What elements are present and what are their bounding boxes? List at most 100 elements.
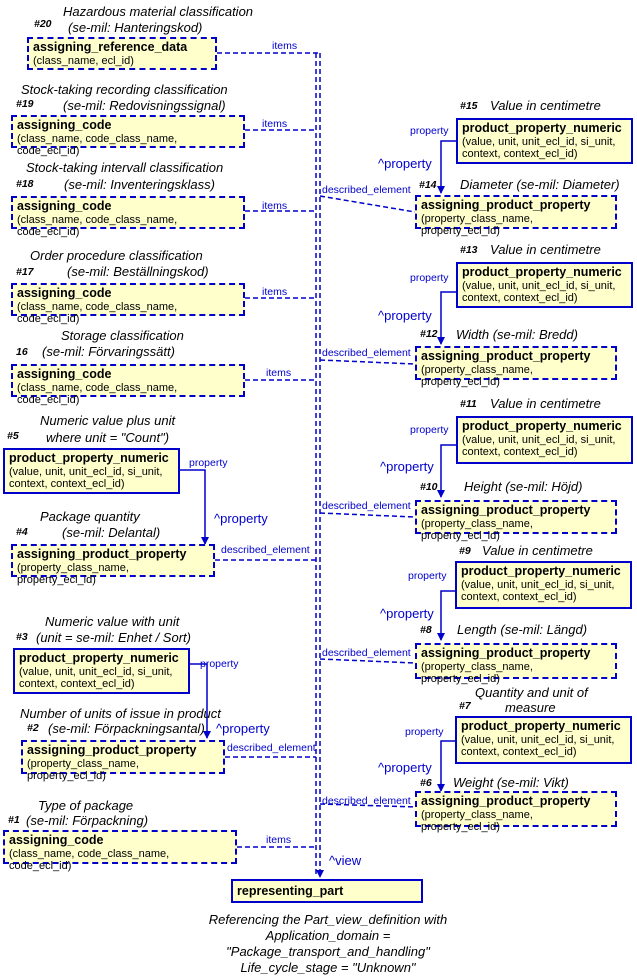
- entity-7-attrs: (value, unit, unit_ecl_id, si_unit, cont…: [461, 734, 615, 758]
- entity-10-attrs: (property_class_name, property_ecl_id): [421, 518, 533, 542]
- view-label: ^view: [329, 853, 362, 868]
- entity-11-attrs: (value, unit, unit_ecl_id, si_unit, cont…: [462, 434, 616, 458]
- entity-8[interactable]: assigning_product_property (property_cla…: [415, 643, 617, 685]
- num-10: #10: [420, 481, 438, 493]
- entity-17[interactable]: assigning_code (class_name, code_class_n…: [11, 283, 245, 325]
- label-17-b: (se-mil: Beställningskod): [67, 264, 209, 279]
- entity-6-title: assigning_product_property: [421, 794, 591, 808]
- link-12: [319, 359, 416, 365]
- entity-15[interactable]: product_property_numeric (value, unit, u…: [456, 118, 633, 164]
- rel-18: items: [262, 200, 288, 212]
- entity-1-title: assigning_code: [9, 833, 104, 847]
- rel-20: items: [272, 40, 298, 52]
- entity-5[interactable]: product_property_numeric (value, unit, u…: [3, 448, 180, 494]
- entity-9-attrs: (value, unit, unit_ecl_id, si_unit, cont…: [461, 579, 615, 603]
- num-3: #3: [16, 631, 28, 643]
- entity-12-attrs: (property_class_name, property_ecl_id): [421, 364, 533, 388]
- rel-13: property: [410, 272, 449, 284]
- entity-6-attrs: (property_class_name, property_ecl_id): [421, 809, 533, 833]
- entity-12-title: assigning_product_property: [421, 349, 591, 363]
- entity-18[interactable]: assigning_code (class_name, code_class_n…: [11, 196, 245, 238]
- caption-line-1: Referencing the Part_view_definition wit…: [208, 912, 448, 927]
- label-8: Length (se-mil: Längd): [457, 622, 588, 637]
- prop-3: [190, 663, 211, 739]
- rel-19: items: [262, 118, 288, 130]
- entity-2[interactable]: assigning_product_property (property_cla…: [21, 740, 225, 782]
- entity-9[interactable]: product_property_numeric (value, unit, u…: [455, 561, 632, 609]
- label-20-a: Hazardous material classification: [63, 4, 254, 19]
- entity-19-attrs: (class_name, code_class_name, code_ecl_i…: [17, 133, 178, 157]
- entity-10[interactable]: assigning_product_property (property_cla…: [415, 500, 617, 542]
- entity-13[interactable]: product_property_numeric (value, unit, u…: [456, 262, 633, 308]
- entity-10-title: assigning_product_property: [421, 503, 591, 517]
- label-15: Value in centimetre: [490, 98, 601, 113]
- label-2-a: Number of units of issue in product: [20, 706, 221, 721]
- entity-8-attrs: (property_class_name, property_ecl_id): [421, 661, 533, 685]
- rel-4: described_element: [221, 544, 310, 556]
- num-5: #5: [7, 430, 19, 442]
- label-5-a: Numeric value plus unit: [40, 413, 176, 428]
- num-13: #13: [460, 244, 478, 256]
- entity-16-attrs: (class_name, code_class_name, code_ecl_i…: [17, 382, 178, 406]
- label-14: Diameter (se-mil: Diameter): [460, 177, 620, 192]
- entity-3-title: product_property_numeric: [19, 651, 179, 665]
- num-12: #12: [420, 328, 438, 340]
- entity-3[interactable]: product_property_numeric (value, unit, u…: [13, 648, 190, 694]
- entity-19[interactable]: assigning_code (class_name, code_class_n…: [11, 115, 245, 157]
- entity-2-attrs: (property_class_name, property_ecl_id): [27, 758, 139, 782]
- entity-1-attrs: (class_name, code_class_name, code_ecl_i…: [9, 848, 170, 872]
- label-12: Width (se-mil: Bredd): [456, 327, 578, 342]
- entity-20-title: assigning_reference_data: [33, 40, 188, 54]
- entity-7[interactable]: product_property_numeric (value, unit, u…: [455, 716, 632, 764]
- entity-representing-part[interactable]: representing_part: [231, 879, 423, 903]
- label-18-a: Stock-taking intervall classification: [26, 160, 224, 175]
- num-9: #9: [459, 545, 471, 557]
- link-14: [319, 195, 416, 213]
- entity-15-attrs: (value, unit, unit_ecl_id, si_unit, cont…: [462, 136, 616, 160]
- num-14: #14: [419, 179, 437, 191]
- entity-14-attrs: (property_class_name, property_ecl_id): [421, 213, 533, 237]
- entity-17-title: assigning_code: [17, 286, 112, 300]
- rel-6: described_element: [322, 795, 411, 807]
- rel-8: described_element: [322, 647, 411, 659]
- label-10: Height (se-mil: Höjd): [464, 479, 583, 494]
- num-8: #8: [420, 624, 432, 636]
- num-20: #20: [34, 18, 52, 30]
- prop-7: [437, 740, 456, 792]
- rel-2: described_element: [227, 742, 316, 754]
- label-7-a: Quantity and unit of: [475, 685, 588, 700]
- caption-line-4: Life_cycle_stage = "Unknown": [240, 960, 416, 975]
- label-1-a: Type of package: [38, 798, 134, 813]
- entity-4[interactable]: assigning_product_property (property_cla…: [11, 544, 215, 586]
- entity-4-attrs: (property_class_name, property_ecl_id): [17, 562, 129, 586]
- label-4-b: (se-mil: Delantal): [62, 525, 161, 540]
- entity-20[interactable]: assigning_reference_data (class_name, ec…: [27, 37, 217, 70]
- label-19-b: (se-mil: Redovisningssignal): [63, 98, 226, 113]
- entity-6[interactable]: assigning_product_property (property_cla…: [415, 791, 617, 833]
- num-1: #1: [8, 814, 20, 826]
- entity-15-title: product_property_numeric: [462, 121, 622, 135]
- entity-11[interactable]: product_property_numeric (value, unit, u…: [456, 416, 633, 464]
- entity-12[interactable]: assigning_product_property (property_cla…: [415, 346, 617, 388]
- rel-3: property: [200, 658, 239, 670]
- entity-1[interactable]: assigning_code (class_name, code_class_n…: [3, 830, 237, 872]
- rel-16: items: [266, 367, 292, 379]
- entity-16-title: assigning_code: [17, 367, 112, 381]
- label-16-a: Storage classification: [61, 328, 184, 343]
- rel-12: described_element: [322, 347, 411, 359]
- num-7: #7: [459, 700, 471, 712]
- entity-11-title: product_property_numeric: [462, 419, 622, 433]
- entity-5-attrs: (value, unit, unit_ecl_id, si_unit, cont…: [9, 466, 163, 490]
- label-2-b: (se-mil: Förpackningsantal): [48, 721, 205, 736]
- entity-16[interactable]: assigning_code (class_name, code_class_n…: [11, 364, 245, 406]
- label-19-a: Stock-taking recording classification: [21, 82, 228, 97]
- entity-17-attrs: (class_name, code_class_name, code_ecl_i…: [17, 301, 178, 325]
- entity-13-title: product_property_numeric: [462, 265, 622, 279]
- entity-14[interactable]: assigning_product_property (property_cla…: [415, 195, 617, 237]
- num-18: #18: [16, 178, 34, 190]
- num-15: #15: [460, 100, 478, 112]
- prop-11: [437, 444, 456, 498]
- entity-19-title: assigning_code: [17, 118, 112, 132]
- prop-9: [437, 590, 456, 641]
